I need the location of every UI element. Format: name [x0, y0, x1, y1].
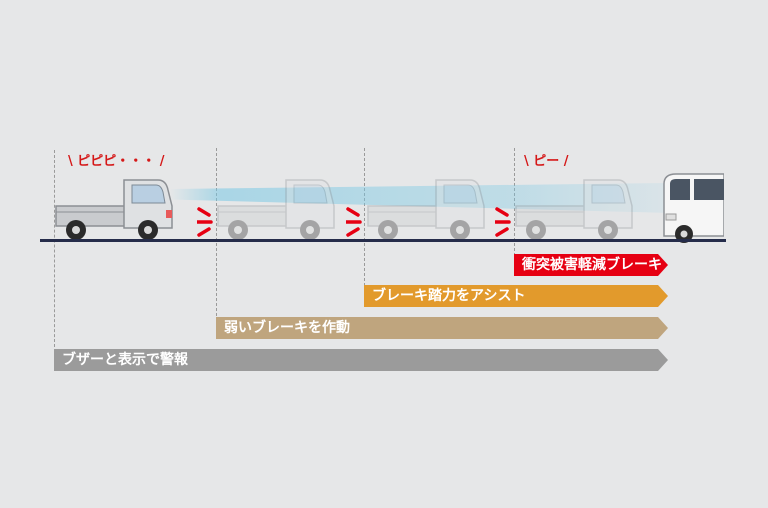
- brake-light-icon: [346, 207, 362, 237]
- truck-icon: [515, 179, 633, 240]
- van-icon: [663, 173, 724, 243]
- truck-icon: [367, 179, 485, 240]
- beep-sound-label: \ ピー /: [524, 154, 569, 169]
- buzzer-warning-bar: ブザーと表示で警報: [54, 349, 668, 371]
- timeline-divider-3: [364, 148, 365, 296]
- buzzer-sound-label: \ ピピピ・・・ /: [68, 154, 165, 169]
- brake-light-icon: [197, 207, 213, 237]
- timeline-divider-1: [54, 150, 55, 352]
- brake-assist-bar: ブレーキ踏力をアシスト: [364, 285, 668, 307]
- truck-icon: [55, 179, 173, 240]
- truck-icon: [217, 179, 335, 240]
- timeline-divider-2: [216, 148, 217, 326]
- weak-brake-bar: 弱いブレーキを作動: [216, 317, 668, 339]
- brake-light-icon: [495, 207, 511, 237]
- collision-mitigation-brake-bar: 衝突被害軽減ブレーキ: [514, 254, 668, 276]
- road-line: [40, 239, 726, 242]
